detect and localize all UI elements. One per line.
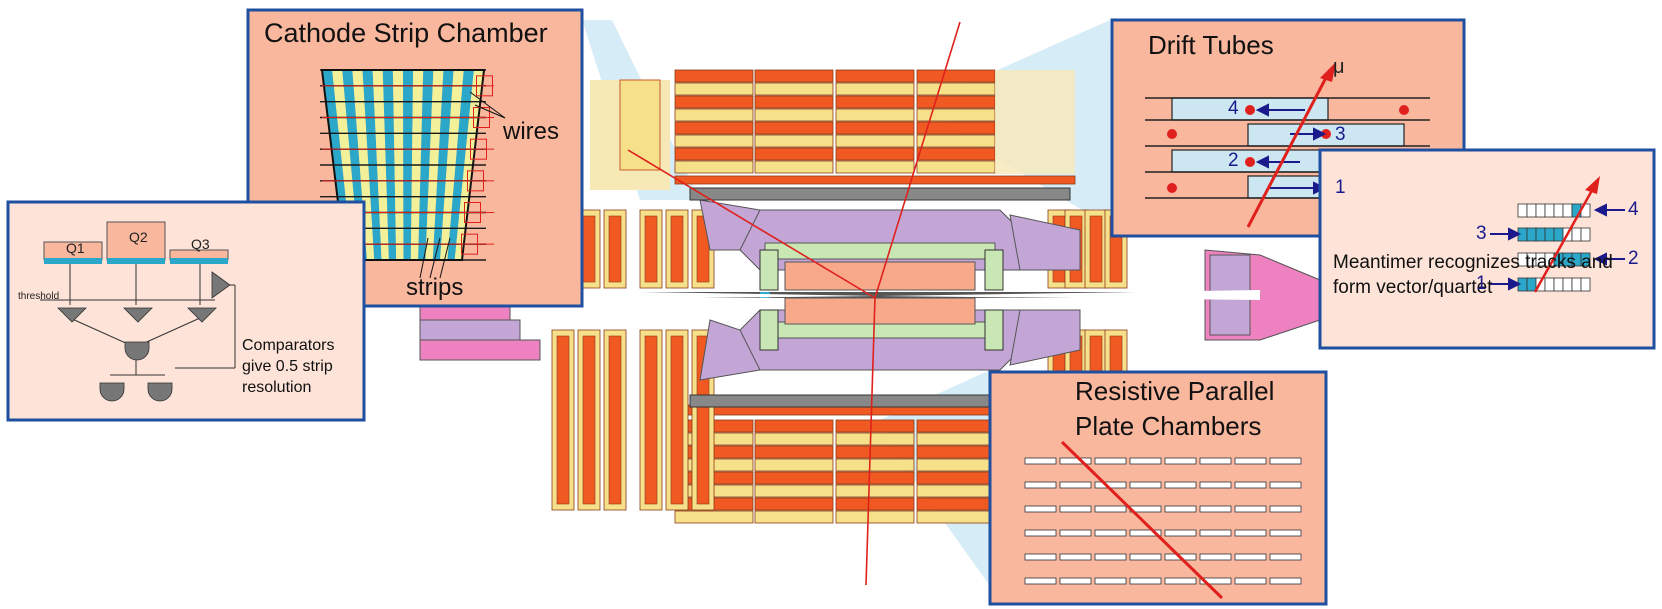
q1-label: Q1 [66,240,85,256]
threshold-label: threshold [18,291,59,302]
rpc-title-line2: Plate Chambers [1075,411,1261,442]
tracker-upper [765,243,995,259]
mt-layer-2: 2 [1628,248,1639,270]
drift-tubes-title: Drift Tubes [1148,30,1274,61]
q2-label: Q2 [129,229,148,245]
mt-layer-1: 1 [1476,273,1487,295]
strips-label: strips [406,274,463,302]
meantimer-panel [1320,150,1654,348]
dt-hit-2: 2 [1228,150,1239,172]
muon-label: μ [1333,56,1345,79]
rpc-title-line1: Resistive Parallel [1075,376,1274,407]
dt-hit-1: 1 [1335,177,1346,199]
dt-hit-4: 4 [1228,98,1239,120]
solenoid-upper [690,188,1070,200]
mt-layer-4: 4 [1628,199,1639,221]
wires-label: wires [503,118,559,146]
calorimeter-upper [785,262,975,290]
coil-upper [740,210,1020,270]
dt-hit-3: 3 [1335,124,1346,146]
mt-layer-3: 3 [1476,223,1487,245]
csc-title: Cathode Strip Chamber [264,18,548,49]
q3-label: Q3 [191,236,210,252]
comparator-caption: Comparators give 0.5 strip resolution [242,335,352,398]
calorimeter-lower [785,298,975,324]
